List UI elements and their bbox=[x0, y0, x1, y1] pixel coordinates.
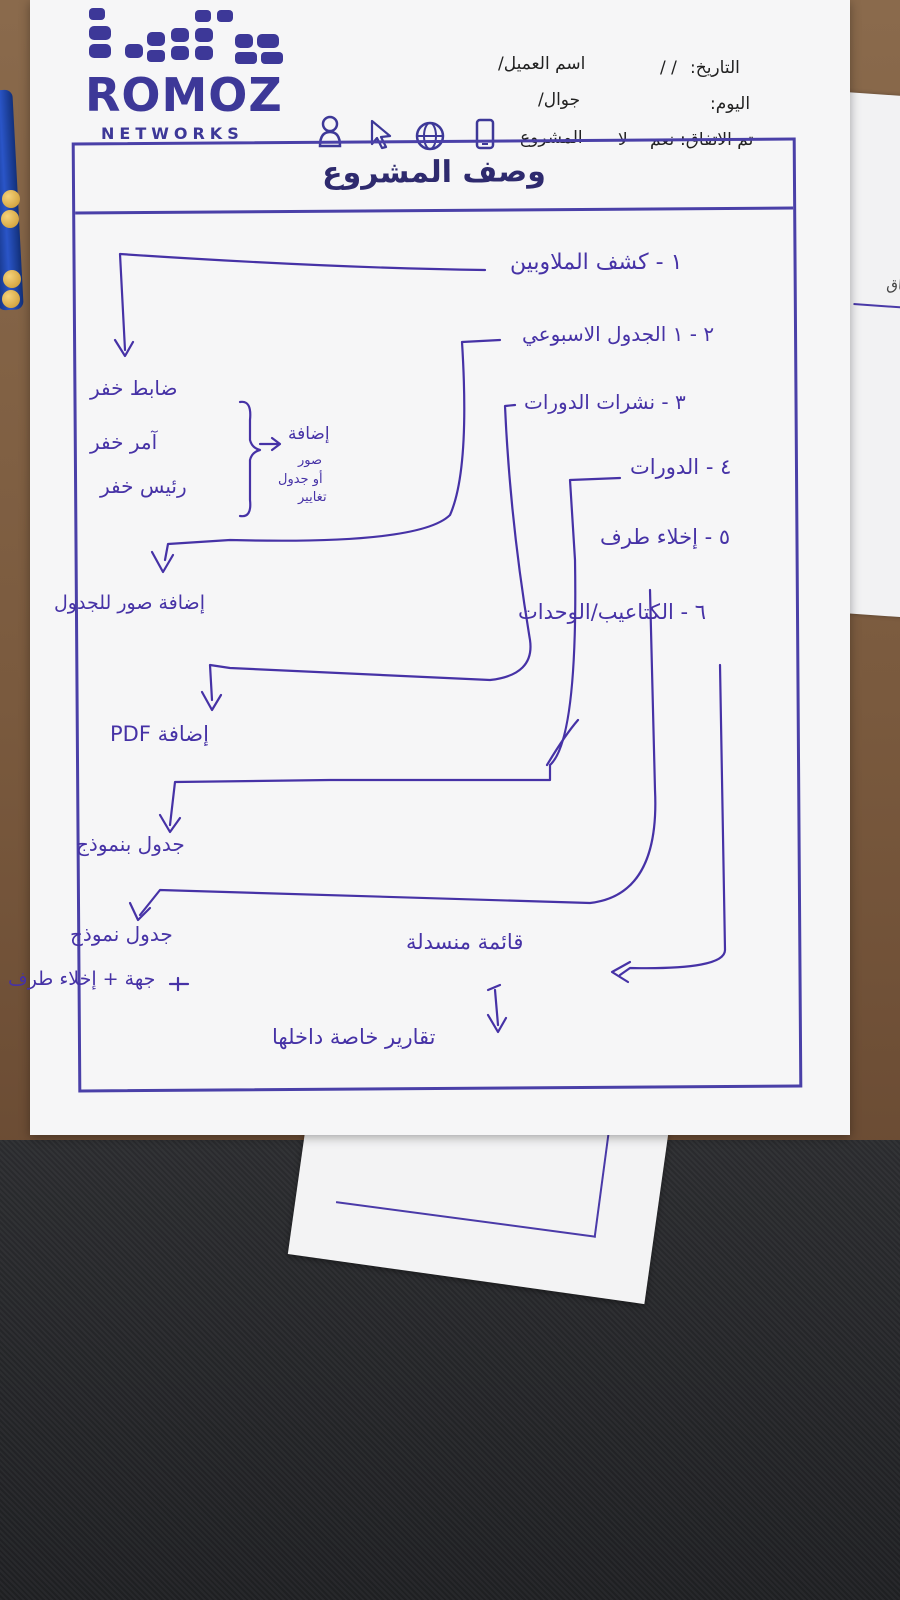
brand-tagline: NETWORKS bbox=[101, 124, 244, 143]
client-name-label: اسم العميل/ bbox=[498, 54, 586, 74]
user-icon bbox=[318, 115, 342, 148]
back-sheet-label: فاق: bbox=[885, 275, 900, 295]
handwritten-item-3: ٣ - نشرات الدورات bbox=[524, 390, 686, 414]
direction-note: جهة + إخلاء طرف bbox=[8, 968, 156, 990]
add-note-2: أو جدول bbox=[278, 472, 323, 487]
handwritten-item-6: ٦ - الكتاعيب/الوحدات bbox=[518, 600, 707, 624]
agreement-yes: نعم bbox=[650, 130, 675, 150]
date-slashes: / / bbox=[660, 58, 677, 78]
add-note-1: صور bbox=[298, 453, 323, 468]
agreement-label: تم الاتفاق: bbox=[680, 130, 754, 150]
logo-dots-icon bbox=[89, 8, 283, 64]
cursor-icon bbox=[370, 119, 392, 150]
handwritten-arrows bbox=[113, 252, 727, 1034]
add-note-3: تغايير bbox=[298, 490, 327, 505]
reports-inside: تقارير خاصة داخلها bbox=[272, 1025, 436, 1049]
handwritten-item-5: ٥ - إخلاء طرف bbox=[600, 525, 731, 549]
drop-list: قائمة منسدلة bbox=[406, 930, 524, 954]
branch-label-1: ضابط خفر bbox=[90, 376, 178, 400]
add-label: إضافة bbox=[288, 424, 330, 444]
model-table: جدول بنموذج bbox=[76, 832, 185, 856]
handwritten-item-4: ٤ - الدورات bbox=[630, 455, 732, 479]
branch-label-3: رئيس خفر bbox=[100, 474, 187, 498]
day-label: اليوم: bbox=[710, 94, 751, 114]
mobile-icon bbox=[475, 118, 495, 150]
agreement-no: لا bbox=[618, 130, 628, 150]
add-pdf: إضافة PDF bbox=[110, 722, 209, 746]
model-table-2: جدول نموذج bbox=[70, 922, 173, 946]
handwritten-item-1: ١ - كشف الملاوبين bbox=[510, 250, 683, 275]
handwritten-item-2: ٢ - ١ الجدول الاسبوعي bbox=[522, 322, 715, 346]
branch-label-2: آمر خفر bbox=[90, 430, 158, 454]
add-images-table: إضافة صور للجدول bbox=[54, 592, 205, 614]
date-label: التاريخ: bbox=[690, 58, 740, 78]
globe-icon bbox=[415, 121, 445, 151]
project-label: المشروع bbox=[520, 128, 583, 148]
brand-name: ROMOZ bbox=[85, 68, 283, 122]
mobile-label: جوال/ bbox=[538, 90, 581, 110]
form-paper: ROMOZ NETWORKS التاريخ: / / اسم العميل/ … bbox=[8, 0, 850, 1135]
romoz-logo: ROMOZ NETWORKS bbox=[85, 8, 295, 143]
prayer-beads bbox=[0, 190, 22, 310]
